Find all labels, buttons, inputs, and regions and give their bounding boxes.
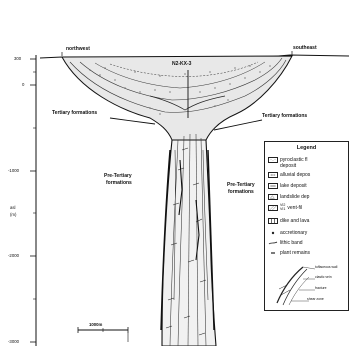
legend-label: accretionary <box>280 230 307 236</box>
inset-label-shear-zone: shear zone <box>307 298 324 301</box>
inset-label-clastic-vein: clastic vein <box>315 276 332 279</box>
legend-label: dike and lava <box>280 218 309 224</box>
axis-label-asl: asl <box>10 206 16 210</box>
legend-item: accretionary <box>268 228 307 237</box>
tertiary-formations-right: Tertiary formations <box>262 114 307 119</box>
legend-label: lithic band <box>280 240 303 246</box>
crater-fill <box>62 56 292 140</box>
legend-label: lake deposit <box>280 183 307 189</box>
legend-item: alluvial depos <box>268 170 310 179</box>
legend-label: plant remains <box>280 250 310 256</box>
legend-item: lithic band <box>268 238 303 247</box>
pre-tertiary-left-line1: Pre-Tertiary <box>104 174 132 179</box>
vent-fill-code-2: VI1 <box>280 208 285 212</box>
legend-label: vent-fil <box>287 205 302 211</box>
vent-fill-swatch-icon <box>268 205 278 211</box>
drillhole-label: N2-KX-3 <box>172 62 191 67</box>
direction-southeast: southeast <box>293 46 317 51</box>
plant-remains-icon <box>268 250 278 256</box>
axis-tick-minus-3000: -3000 <box>8 340 19 344</box>
lithic-band-icon <box>268 240 278 246</box>
axis-tick-300: 300 <box>14 57 21 61</box>
direction-northwest: northwest <box>66 47 90 52</box>
legend-label: landslide dep <box>280 194 309 200</box>
axis-tick-0: 0 <box>22 83 24 87</box>
legend-item: landslide dep <box>268 192 309 201</box>
tertiary-formations-left: Tertiary formations <box>52 111 97 116</box>
inset-label-wall: tuffaceous wall <box>315 266 337 269</box>
inset-label-fracture: fracture <box>315 287 327 290</box>
alluvial-swatch-icon <box>268 172 278 178</box>
legend-label: pyroclastic fl <box>280 157 308 163</box>
lake-deposit-swatch-icon <box>268 183 278 189</box>
axis-tick-minus-2000: -2000 <box>8 254 19 258</box>
legend-item: lake deposit <box>268 181 307 190</box>
accretionary-icon <box>268 230 278 236</box>
pre-tertiary-left-line2: formations <box>106 181 132 186</box>
legend-box: Legend pyroclastic fl deposit alluvial d… <box>264 141 349 311</box>
legend-label: alluvial depos <box>280 172 310 178</box>
legend-label-cont: deposit <box>280 164 296 169</box>
landslide-swatch-icon <box>268 194 278 200</box>
legend-title: Legend <box>265 145 348 151</box>
pyroclastic-swatch-icon <box>268 157 278 163</box>
dike-lava-swatch-icon <box>268 218 278 224</box>
axis-tick-minus-1000: -1000 <box>8 169 19 173</box>
legend-item: VI2 VI1 vent-fil <box>268 203 302 212</box>
axis-label-unit: (m) <box>10 213 16 217</box>
scale-bar-label: 1000m <box>89 323 102 327</box>
pre-tertiary-right-line2: formations <box>228 190 254 195</box>
legend-item: dike and lava <box>268 216 309 225</box>
pre-tertiary-right-line1: Pre-Tertiary <box>227 183 255 188</box>
legend-item: plant remains <box>268 248 310 257</box>
